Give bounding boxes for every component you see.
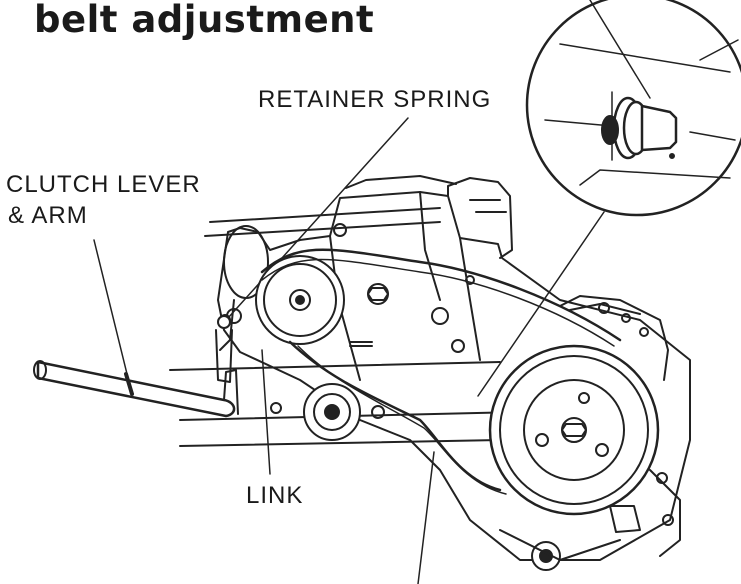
- inset-leader-line: [477, 211, 605, 397]
- adjuster-bolt: [601, 96, 678, 160]
- drive-belt: [260, 248, 622, 495]
- clutch-lever-leader: [93, 239, 129, 379]
- diagram-title: belt adjustment: [34, 0, 375, 41]
- detail-inset: [525, 0, 741, 217]
- clutch-lever-arm: [33, 315, 239, 418]
- label-clutch-lever-line1: CLUTCH LEVER: [6, 171, 201, 198]
- idler-pulley: [255, 255, 345, 345]
- label-retainer-spring: RETAINER SPRING: [258, 86, 492, 113]
- frame-rails: [169, 207, 521, 447]
- label-clutch-lever-line2: & ARM: [8, 202, 88, 229]
- link-leader: [261, 349, 271, 475]
- bottom-leader: [417, 451, 435, 584]
- crank-pulley: [303, 383, 385, 441]
- compressor-pulley: [488, 344, 660, 516]
- compressor: [499, 295, 681, 571]
- label-link: LINK: [246, 482, 304, 509]
